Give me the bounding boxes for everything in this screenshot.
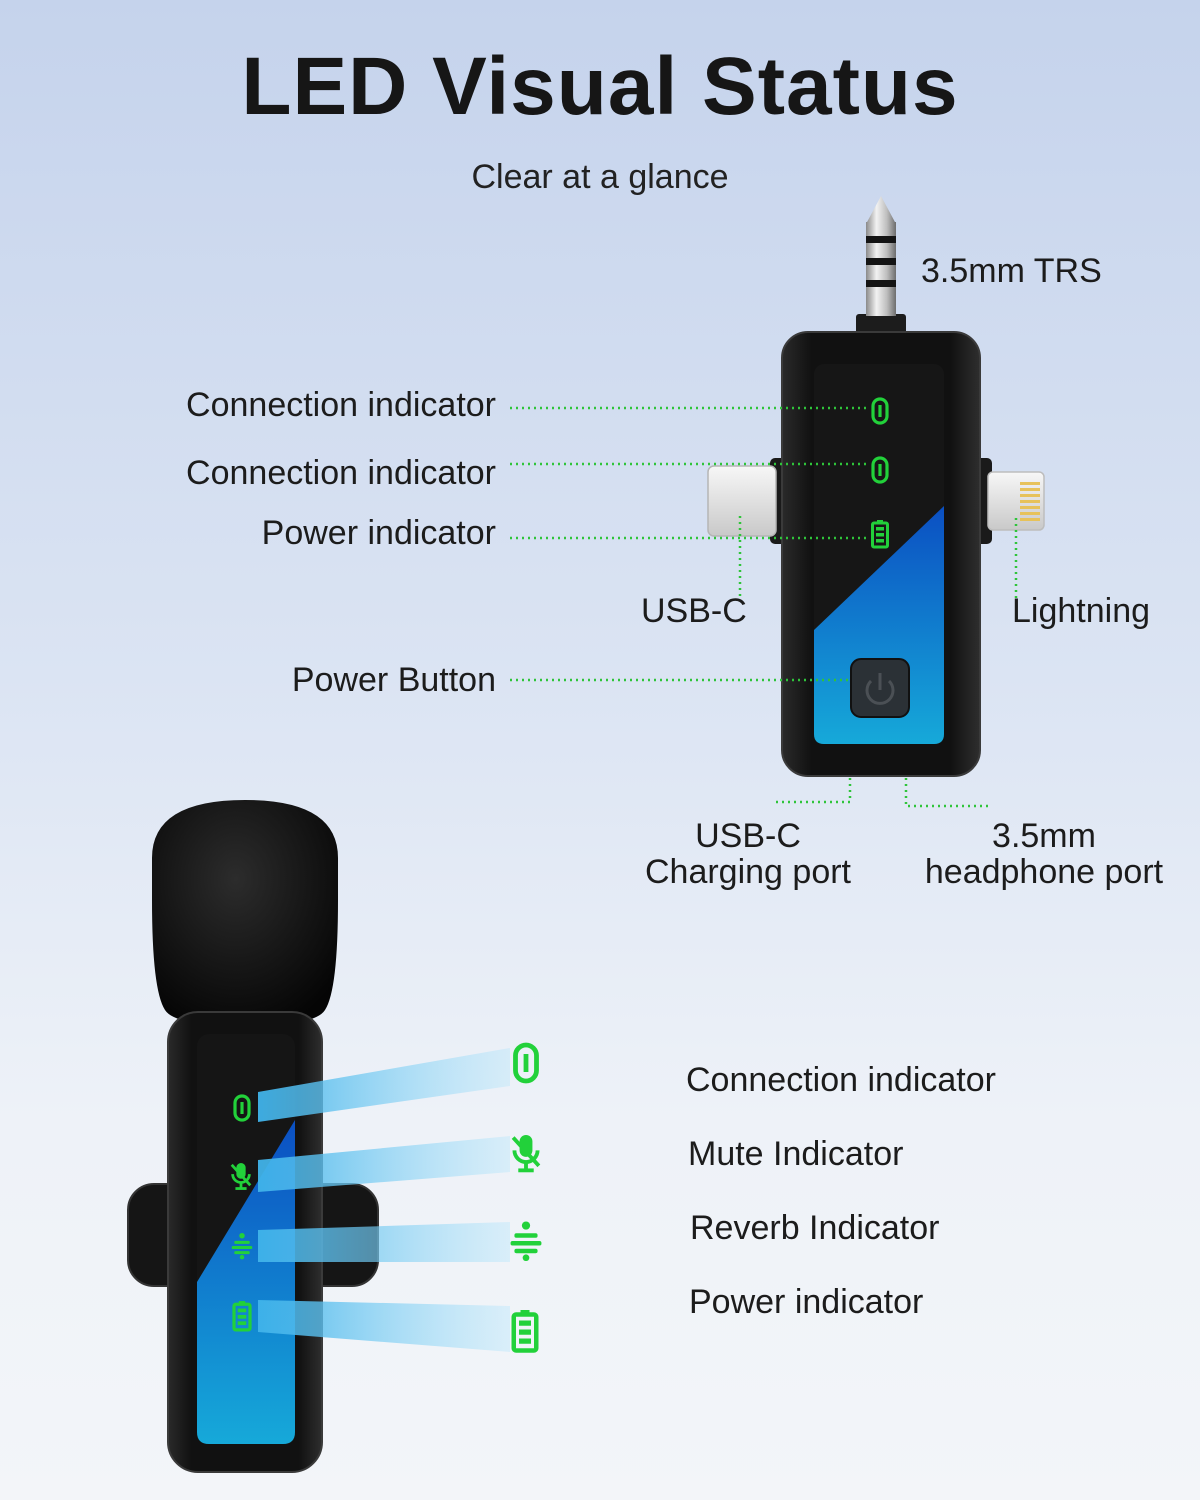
transmitter-reverb-label: Reverb Indicator xyxy=(690,1209,940,1247)
lightning-label: Lightning xyxy=(1012,592,1151,630)
receiver-connection-label-2: Connection indicator xyxy=(186,454,496,492)
usb-c-connector xyxy=(707,458,788,544)
receiver-leader-lines xyxy=(510,406,1018,808)
page-title: LED Visual Status xyxy=(241,41,959,132)
usb-c-charging-port-label: USB-C Charging port xyxy=(644,817,851,891)
power-button-label: Power Button xyxy=(291,661,496,699)
usb-c-label: USB-C xyxy=(641,592,747,630)
transmitter-connection-label: Connection indicator xyxy=(686,1061,996,1099)
mic-mute-icon xyxy=(511,1133,541,1173)
page-subtitle: Clear at a glance xyxy=(471,158,729,196)
trs-jack-label: 3.5mm TRS xyxy=(921,252,1102,290)
receiver-connection-label-1: Connection indicator xyxy=(186,386,496,424)
foam-windscreen xyxy=(152,800,338,1026)
headphone-port-label: 3.5mm headphone port xyxy=(924,817,1164,891)
receiver-device xyxy=(707,196,1045,777)
link-icon xyxy=(516,1045,537,1081)
transmitter-device xyxy=(127,800,379,1473)
receiver-power-indicator-label: Power indicator xyxy=(261,514,496,552)
transmitter-power-label: Power indicator xyxy=(689,1283,924,1321)
transmitter-mute-label: Mute Indicator xyxy=(688,1135,904,1173)
battery-icon xyxy=(514,1310,537,1351)
power-button[interactable] xyxy=(850,658,910,718)
indicator-beams xyxy=(258,1048,510,1352)
trs-jack-plug xyxy=(856,196,906,338)
power-icon xyxy=(865,673,895,705)
reverb-icon xyxy=(510,1221,542,1262)
lightning-connector xyxy=(972,458,1045,544)
